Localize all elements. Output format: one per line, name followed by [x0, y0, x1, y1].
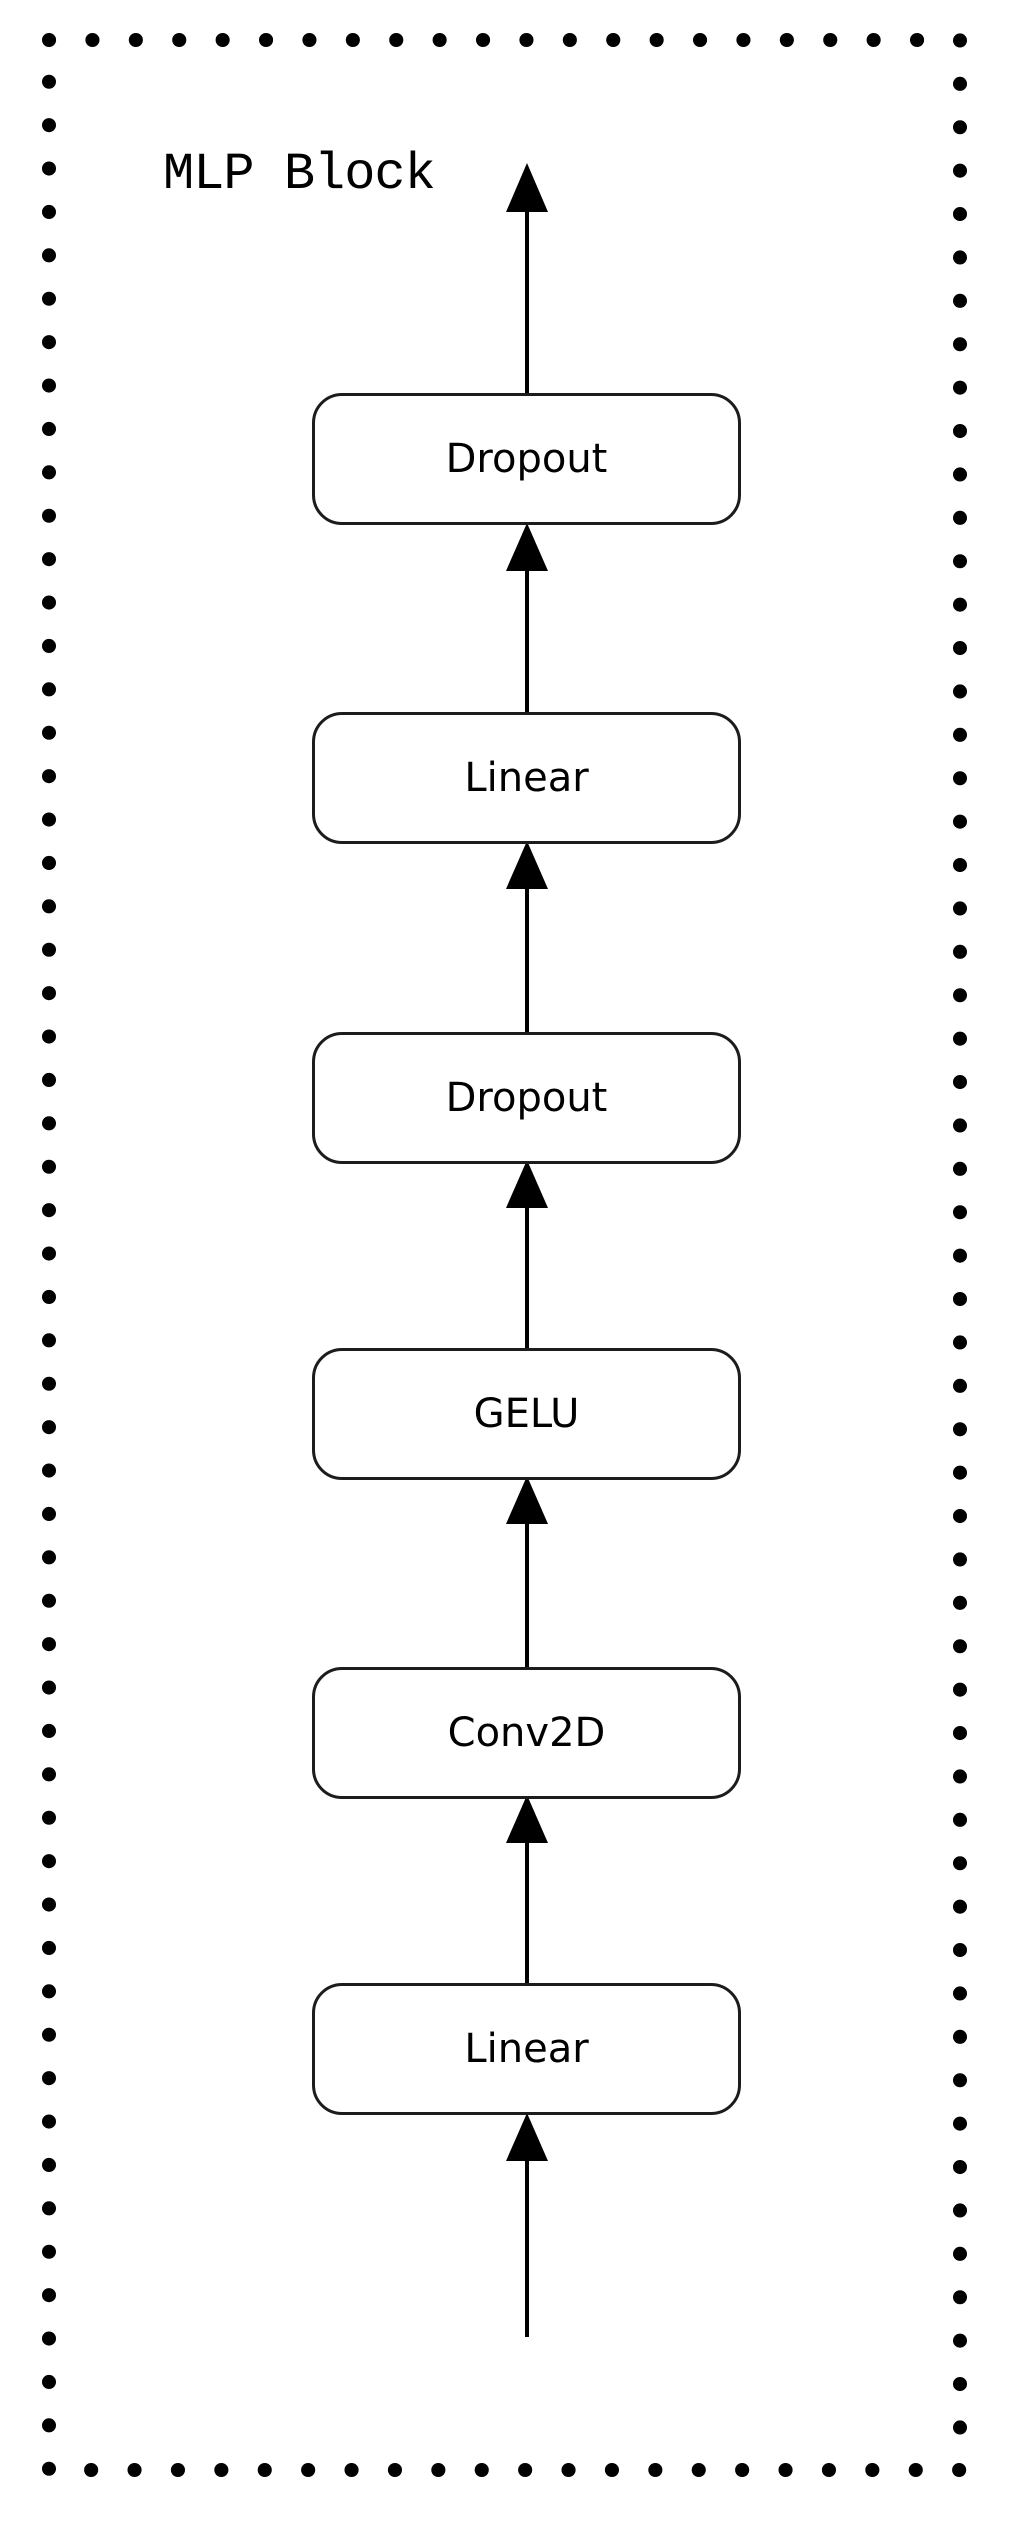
diagram-title: MLP Block: [163, 145, 436, 204]
arrow-up-icon: [506, 1160, 548, 1350]
node-linear-2: Linear: [312, 1983, 741, 2115]
arrow-output-icon: [506, 163, 548, 395]
node-label: Dropout: [445, 436, 608, 482]
arrow-up-icon: [506, 841, 548, 1034]
node-gelu: GELU: [312, 1348, 741, 1480]
node-conv2d: Conv2D: [312, 1667, 741, 1799]
node-dropout-1: Dropout: [312, 393, 741, 525]
node-label: Conv2D: [447, 1710, 606, 1756]
node-dropout-2: Dropout: [312, 1032, 741, 1164]
arrow-up-icon: [506, 1795, 548, 1985]
arrow-up-icon: [506, 523, 548, 714]
node-label: Dropout: [445, 1075, 608, 1121]
node-label: Linear: [464, 2026, 589, 2072]
node-linear-1: Linear: [312, 712, 741, 844]
node-label: Linear: [464, 755, 589, 801]
arrow-input-icon: [506, 2113, 548, 2337]
node-label: GELU: [473, 1391, 580, 1437]
arrow-up-icon: [506, 1476, 548, 1669]
dotted-border: [42, 33, 967, 2477]
